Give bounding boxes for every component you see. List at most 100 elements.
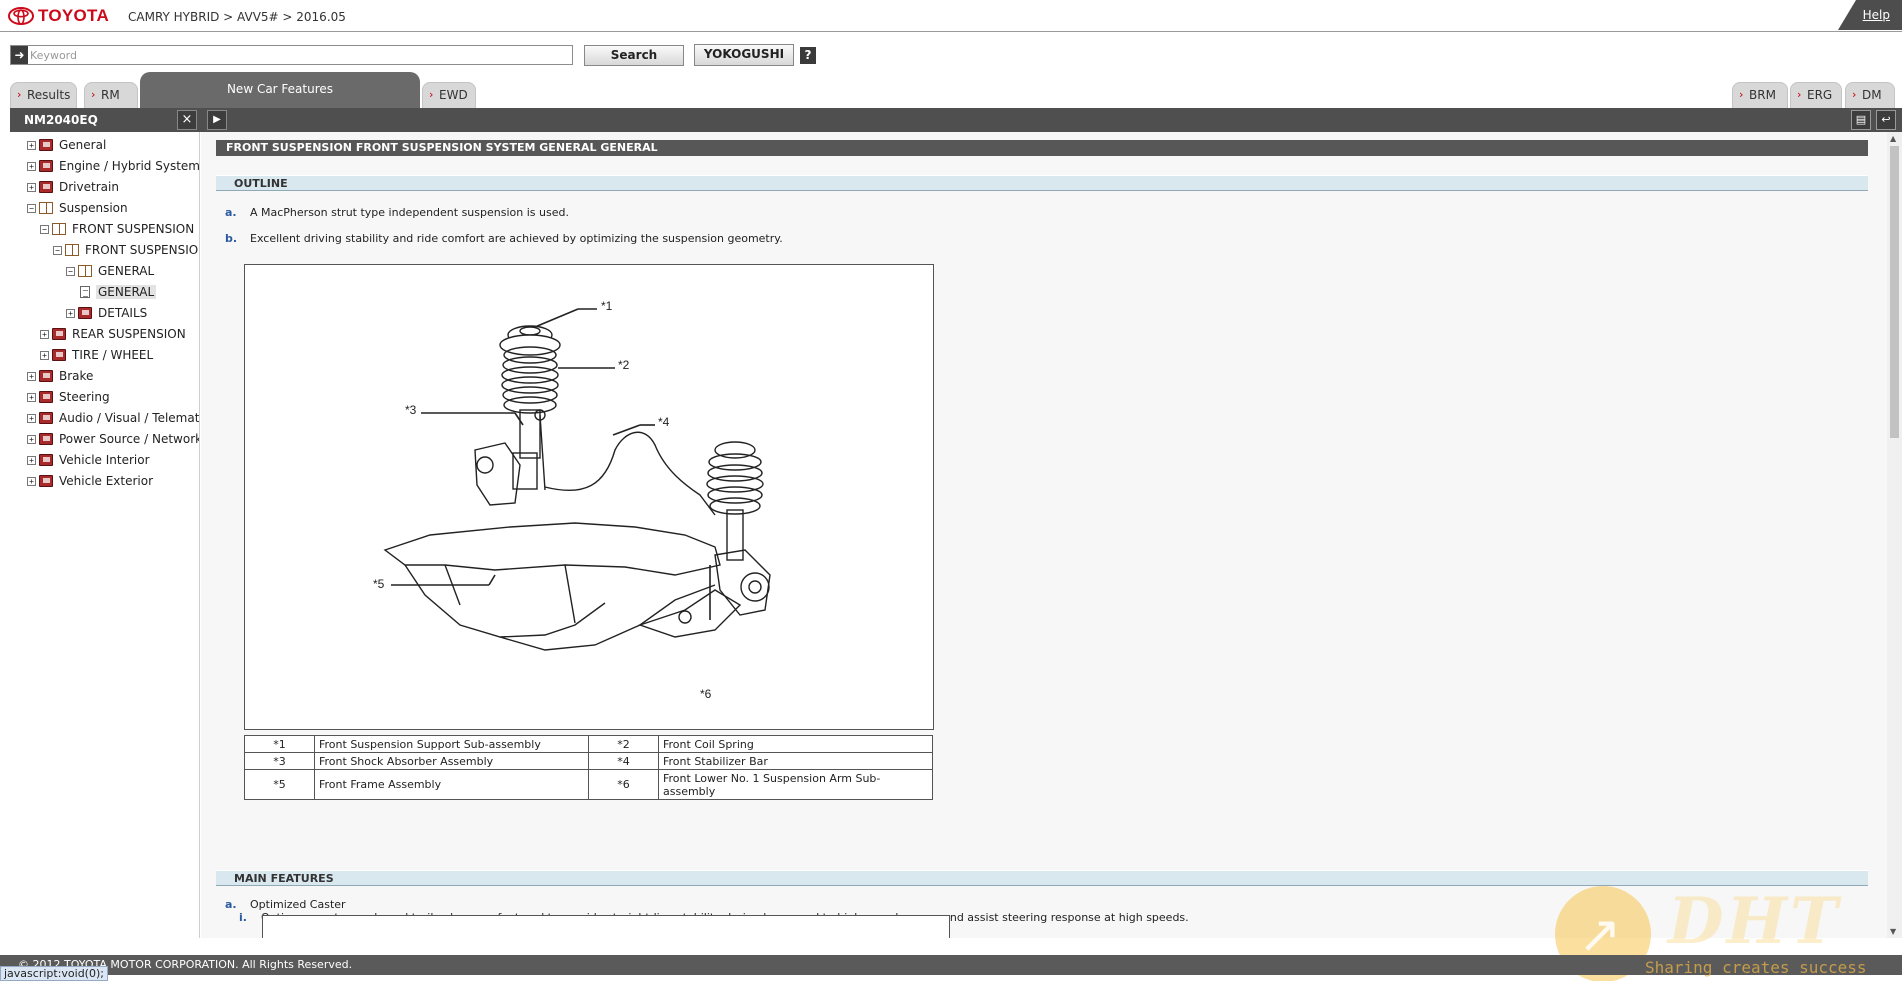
chevron-right-icon: › xyxy=(1797,88,1802,101)
tree-item-label: Vehicle Interior xyxy=(59,453,150,467)
tree-item-vehicle-exterior[interactable]: + Vehicle Exterior xyxy=(27,472,153,490)
arrow-right-icon[interactable]: ➜ xyxy=(11,46,28,64)
print-icon[interactable]: ▤ xyxy=(1851,110,1871,130)
tree-item-label: FRONT SUSPENSION SYSTEM xyxy=(85,243,200,257)
tree-item-label: REAR SUSPENSION xyxy=(72,327,186,341)
expand-icon[interactable]: + xyxy=(27,455,36,465)
tree-item-label: Brake xyxy=(59,369,94,383)
expand-icon[interactable]: + xyxy=(27,434,36,444)
book-open-icon xyxy=(39,202,53,214)
tree-item-front-suspension-system[interactable]: − FRONT SUSPENSION SYSTEM xyxy=(53,241,200,259)
tree-item-drivetrain[interactable]: + Drivetrain xyxy=(27,178,119,196)
collapse-icon[interactable]: − xyxy=(53,245,62,255)
tree-item-label: Engine / Hybrid System xyxy=(59,159,200,173)
tab-new-car-features[interactable]: New Car Features xyxy=(140,72,420,108)
table-row: *3 Front Shock Absorber Assembly *4 Fron… xyxy=(244,752,933,770)
legend-key: *3 xyxy=(244,752,315,770)
tree-item-rear-suspension[interactable]: + REAR SUSPENSION xyxy=(40,325,186,343)
yokogushi-button[interactable]: YOKOGUSHI xyxy=(694,44,794,66)
book-closed-icon xyxy=(78,307,92,319)
expand-icon[interactable]: + xyxy=(27,476,36,486)
tree-item-brake[interactable]: + Brake xyxy=(27,367,93,385)
book-open-icon xyxy=(65,244,79,256)
keyword-input[interactable] xyxy=(30,47,570,63)
legend-desc: Front Stabilizer Bar xyxy=(658,752,933,770)
book-closed-icon xyxy=(39,160,53,172)
expand-icon[interactable]: + xyxy=(27,413,36,423)
tree-item-general-page[interactable]: GENERAL xyxy=(78,283,157,301)
chevron-right-icon: › xyxy=(91,88,96,101)
list-text: A MacPherson strut type independent susp… xyxy=(250,206,569,219)
tree-item-label: General xyxy=(59,138,107,152)
main-frame: NM2040EQ × ▤ ↩ ▶ + General + Engine / Hy… xyxy=(10,108,1902,955)
tree-item-label: TIRE / WHEEL xyxy=(72,348,154,362)
expand-icon[interactable]: + xyxy=(40,329,49,339)
tab-erg[interactable]: › ERG xyxy=(1790,82,1842,108)
section-heading-main-features: MAIN FEATURES xyxy=(216,870,1868,886)
scroll-down-icon[interactable]: ▼ xyxy=(1890,927,1897,936)
tree-item-suspension[interactable]: − Suspension xyxy=(27,199,128,217)
scroll-up-icon[interactable]: ▲ xyxy=(1890,134,1897,143)
table-row: *5 Front Frame Assembly *6 Front Lower N… xyxy=(244,769,933,800)
tab-label: RM xyxy=(101,88,120,102)
tab-brm[interactable]: › BRM xyxy=(1732,82,1788,108)
help-link[interactable]: Help xyxy=(1862,8,1890,22)
tree-item-label: DETAILS xyxy=(98,306,148,320)
tree-item-label: Audio / Visual / Telematics xyxy=(59,411,200,425)
scrollbar-thumb[interactable] xyxy=(1890,146,1899,438)
callout-label: *2 xyxy=(618,358,630,372)
section-heading-outline: OUTLINE xyxy=(216,175,1868,191)
tree-title: NM2040EQ xyxy=(24,113,98,127)
tree-item-engine-hybrid[interactable]: + Engine / Hybrid System xyxy=(27,157,200,175)
figure-frame-partial xyxy=(262,915,950,938)
callout-label: *6 xyxy=(700,687,712,701)
chevron-right-icon: › xyxy=(17,88,22,101)
legend-desc: Front Frame Assembly xyxy=(314,769,589,800)
back-icon[interactable]: ↩ xyxy=(1876,110,1896,130)
content-vertical-scrollbar[interactable]: ▲ ▼ xyxy=(1887,132,1902,938)
tree-header: NM2040EQ × xyxy=(10,108,200,132)
tree-item-steering[interactable]: + Steering xyxy=(27,388,110,406)
expand-icon[interactable]: + xyxy=(27,140,36,150)
search-button[interactable]: Search xyxy=(584,45,684,66)
expand-icon[interactable]: + xyxy=(27,371,36,381)
book-closed-icon xyxy=(39,391,53,403)
close-icon[interactable]: × xyxy=(177,110,197,130)
tree-item-power-source[interactable]: + Power Source / Network xyxy=(27,430,199,448)
callout-label: *1 xyxy=(601,299,613,313)
callout-label: *3 xyxy=(405,403,417,417)
expand-icon[interactable]: + xyxy=(40,350,49,360)
tab-results[interactable]: › Results xyxy=(10,82,77,108)
list-marker: b. xyxy=(225,232,238,245)
keyword-box: ➜ xyxy=(10,45,573,65)
breadcrumb: CAMRY HYBRID > AVV5# > 2016.05 xyxy=(128,10,346,24)
expand-icon[interactable]: + xyxy=(27,392,36,402)
collapse-icon[interactable]: − xyxy=(27,203,36,213)
tree-item-tire-wheel[interactable]: + TIRE / WHEEL xyxy=(40,346,153,364)
legend-key: *6 xyxy=(588,769,659,800)
expand-icon[interactable]: + xyxy=(27,161,36,171)
tab-dm[interactable]: › DM xyxy=(1845,82,1895,108)
top-header: TOYOTA CAMRY HYBRID > AVV5# > 2016.05 He… xyxy=(0,0,1902,32)
tree-item-vehicle-interior[interactable]: + Vehicle Interior xyxy=(27,451,150,469)
tree-item-general-folder[interactable]: − GENERAL xyxy=(66,262,154,280)
expand-icon[interactable]: + xyxy=(66,308,75,318)
tree-item-audio-visual[interactable]: + Audio / Visual / Telematics xyxy=(27,409,200,427)
collapse-icon[interactable]: − xyxy=(40,224,49,234)
tree-item-details[interactable]: + DETAILS xyxy=(66,304,147,322)
callout-label: *4 xyxy=(658,415,670,429)
expand-icon[interactable]: + xyxy=(27,182,36,192)
tab-label: ERG xyxy=(1807,88,1833,102)
collapse-icon[interactable]: − xyxy=(66,266,75,276)
tab-rm[interactable]: › RM xyxy=(84,82,138,108)
tree-item-front-suspension[interactable]: − FRONT SUSPENSION xyxy=(40,220,194,238)
tab-label: DM xyxy=(1862,88,1882,102)
page-title: FRONT SUSPENSION FRONT SUSPENSION SYSTEM… xyxy=(216,140,1868,156)
legend-desc: Front Coil Spring xyxy=(658,735,933,753)
help-question-icon[interactable]: ? xyxy=(800,47,816,64)
play-icon[interactable]: ▶ xyxy=(207,110,227,130)
footer-bar: © 2012 TOYOTA MOTOR CORPORATION. All Rig… xyxy=(0,955,1902,975)
tab-ewd[interactable]: › EWD xyxy=(422,82,476,108)
tree-item-general[interactable]: + General xyxy=(27,136,106,154)
chevron-right-icon: › xyxy=(1739,88,1744,101)
